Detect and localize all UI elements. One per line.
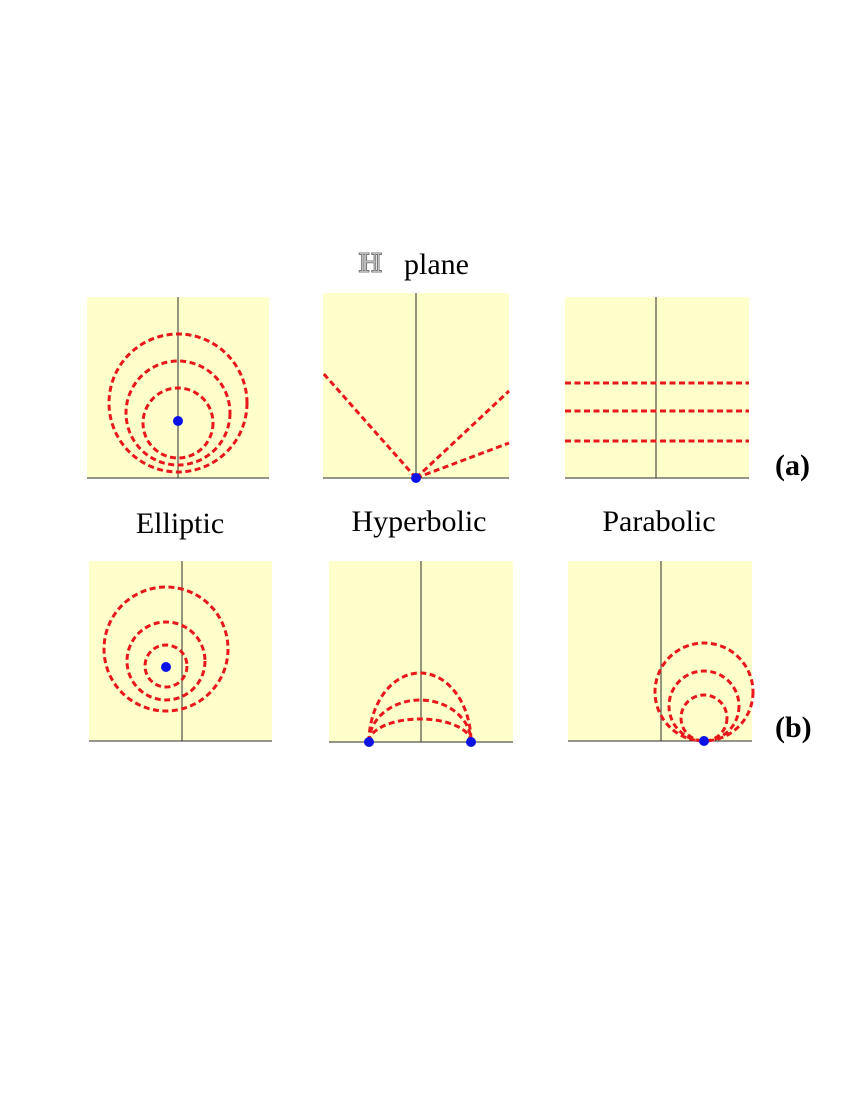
- ray-right-upper: [414, 389, 511, 480]
- panel-b-parabolic: [568, 561, 755, 746]
- panel-background: [565, 297, 749, 478]
- geodesic-arc-middle: [367, 698, 473, 743]
- panel-b-elliptic: [89, 561, 272, 742]
- panel-b-hyperbolic: [329, 561, 513, 747]
- orbit-circle-middle: [125, 620, 207, 702]
- fixed-point: [173, 416, 183, 426]
- orbit-circle-outer: [107, 332, 249, 474]
- orbit-circle-middle: [124, 359, 232, 467]
- panel-a-elliptic: [87, 297, 269, 479]
- column-label-parabolic: Parabolic: [602, 505, 715, 538]
- title: ℍ plane: [358, 248, 469, 281]
- panel-a-hyperbolic: [321, 293, 511, 483]
- row-label-b: (b): [775, 711, 812, 744]
- h-plane-symbol: ℍ: [358, 249, 383, 279]
- orbit-circle-inner: [141, 386, 215, 460]
- row-label-a: (a): [775, 449, 810, 482]
- orbit-circle-inner: [143, 643, 189, 689]
- geodesic-arc-inner: [367, 717, 473, 743]
- horocycle-inner: [679, 693, 729, 743]
- panel-a-parabolic: [565, 297, 749, 479]
- ray-right-lower: [415, 441, 510, 480]
- fixed-point: [411, 473, 421, 483]
- column-label-hyperbolic: Hyperbolic: [352, 505, 487, 538]
- fixed-point-left: [364, 737, 374, 747]
- fixed-point: [161, 662, 171, 672]
- orbit-circle-outer: [102, 585, 230, 713]
- panel-background: [568, 561, 752, 741]
- column-label-elliptic: Elliptic: [136, 507, 224, 540]
- title-text: plane: [404, 248, 469, 281]
- fixed-point: [699, 736, 709, 746]
- ray-left: [321, 372, 418, 479]
- geodesic-arc-outer: [367, 671, 473, 743]
- horocycle-middle: [667, 669, 741, 743]
- fixed-point-right: [466, 737, 476, 747]
